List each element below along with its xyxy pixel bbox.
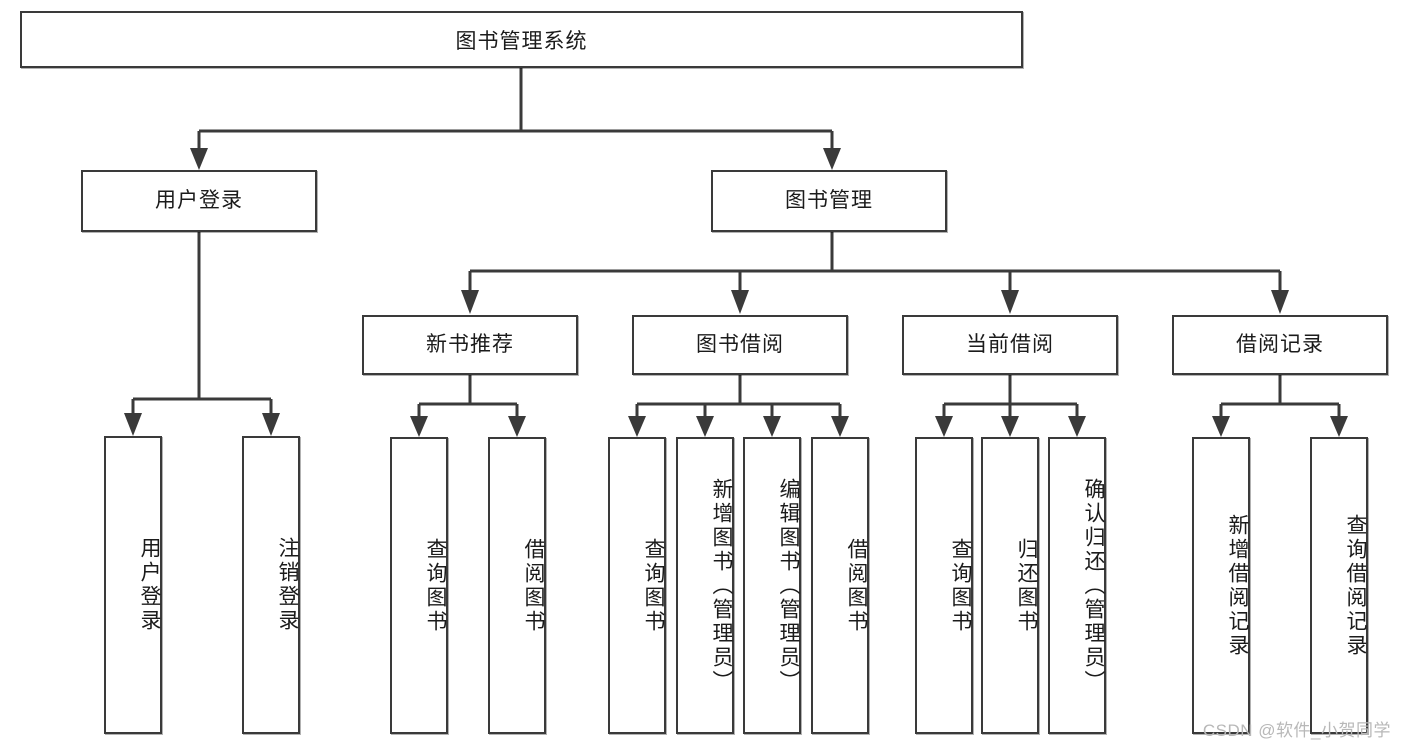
- leaf-user-login-logout[interactable]: 注销登录: [242, 436, 300, 734]
- leaf-current-borrow-return[interactable]: 归还图书: [981, 437, 1039, 734]
- node-user-login[interactable]: 用户登录: [81, 170, 317, 232]
- leaf-new-book-borrow[interactable]: 借阅图书: [488, 437, 546, 734]
- node-label: 注销登录: [276, 537, 299, 633]
- leaf-user-login-login[interactable]: 用户登录: [104, 436, 162, 734]
- node-new-book-recommend[interactable]: 新书推荐: [362, 315, 578, 375]
- watermark: CSDN @软件_小贺同学: [1202, 721, 1391, 740]
- leaf-borrow-record-query[interactable]: 查询借阅记录: [1310, 437, 1368, 734]
- leaf-book-borrow-edit[interactable]: 编辑图书（管理员）: [743, 437, 801, 734]
- node-label: 借阅图书: [522, 537, 545, 634]
- node-label: 图书管理系统: [455, 29, 588, 53]
- leaf-book-borrow-borrow[interactable]: 借阅图书: [811, 437, 869, 734]
- node-borrow-record[interactable]: 借阅记录: [1172, 315, 1388, 375]
- node-label: 用户登录: [155, 189, 243, 213]
- node-label: 新增借阅记录: [1226, 513, 1249, 658]
- node-label: 查询图书: [949, 537, 972, 634]
- node-label: 新书推荐: [426, 333, 514, 357]
- node-current-borrow[interactable]: 当前借阅: [902, 315, 1118, 375]
- node-label: 图书管理: [785, 189, 873, 213]
- node-label: 新增图书（管理员）: [710, 477, 733, 694]
- leaf-borrow-record-add[interactable]: 新增借阅记录: [1192, 437, 1250, 734]
- node-label: 查询图书: [424, 537, 447, 634]
- leaf-new-book-query[interactable]: 查询图书: [390, 437, 448, 734]
- node-label: 查询图书: [642, 537, 665, 634]
- node-label: 当前借阅: [966, 333, 1054, 357]
- node-label: 用户登录: [138, 537, 161, 633]
- node-label: 归还图书: [1015, 537, 1038, 634]
- leaf-current-borrow-query[interactable]: 查询图书: [915, 437, 973, 734]
- leaf-current-borrow-confirm-return[interactable]: 确认归还（管理员）: [1048, 437, 1106, 734]
- node-book-management[interactable]: 图书管理: [711, 170, 947, 232]
- node-label: 借阅记录: [1236, 333, 1324, 357]
- node-label: 编辑图书（管理员）: [777, 477, 800, 694]
- leaf-book-borrow-query[interactable]: 查询图书: [608, 437, 666, 734]
- node-label: 借阅图书: [845, 537, 868, 634]
- node-label: 查询借阅记录: [1344, 513, 1367, 658]
- node-root-system[interactable]: 图书管理系统: [20, 11, 1023, 68]
- leaf-book-borrow-add[interactable]: 新增图书（管理员）: [676, 437, 734, 734]
- node-label: 确认归还（管理员）: [1082, 477, 1105, 694]
- node-book-borrow[interactable]: 图书借阅: [632, 315, 848, 375]
- node-label: 图书借阅: [696, 333, 784, 357]
